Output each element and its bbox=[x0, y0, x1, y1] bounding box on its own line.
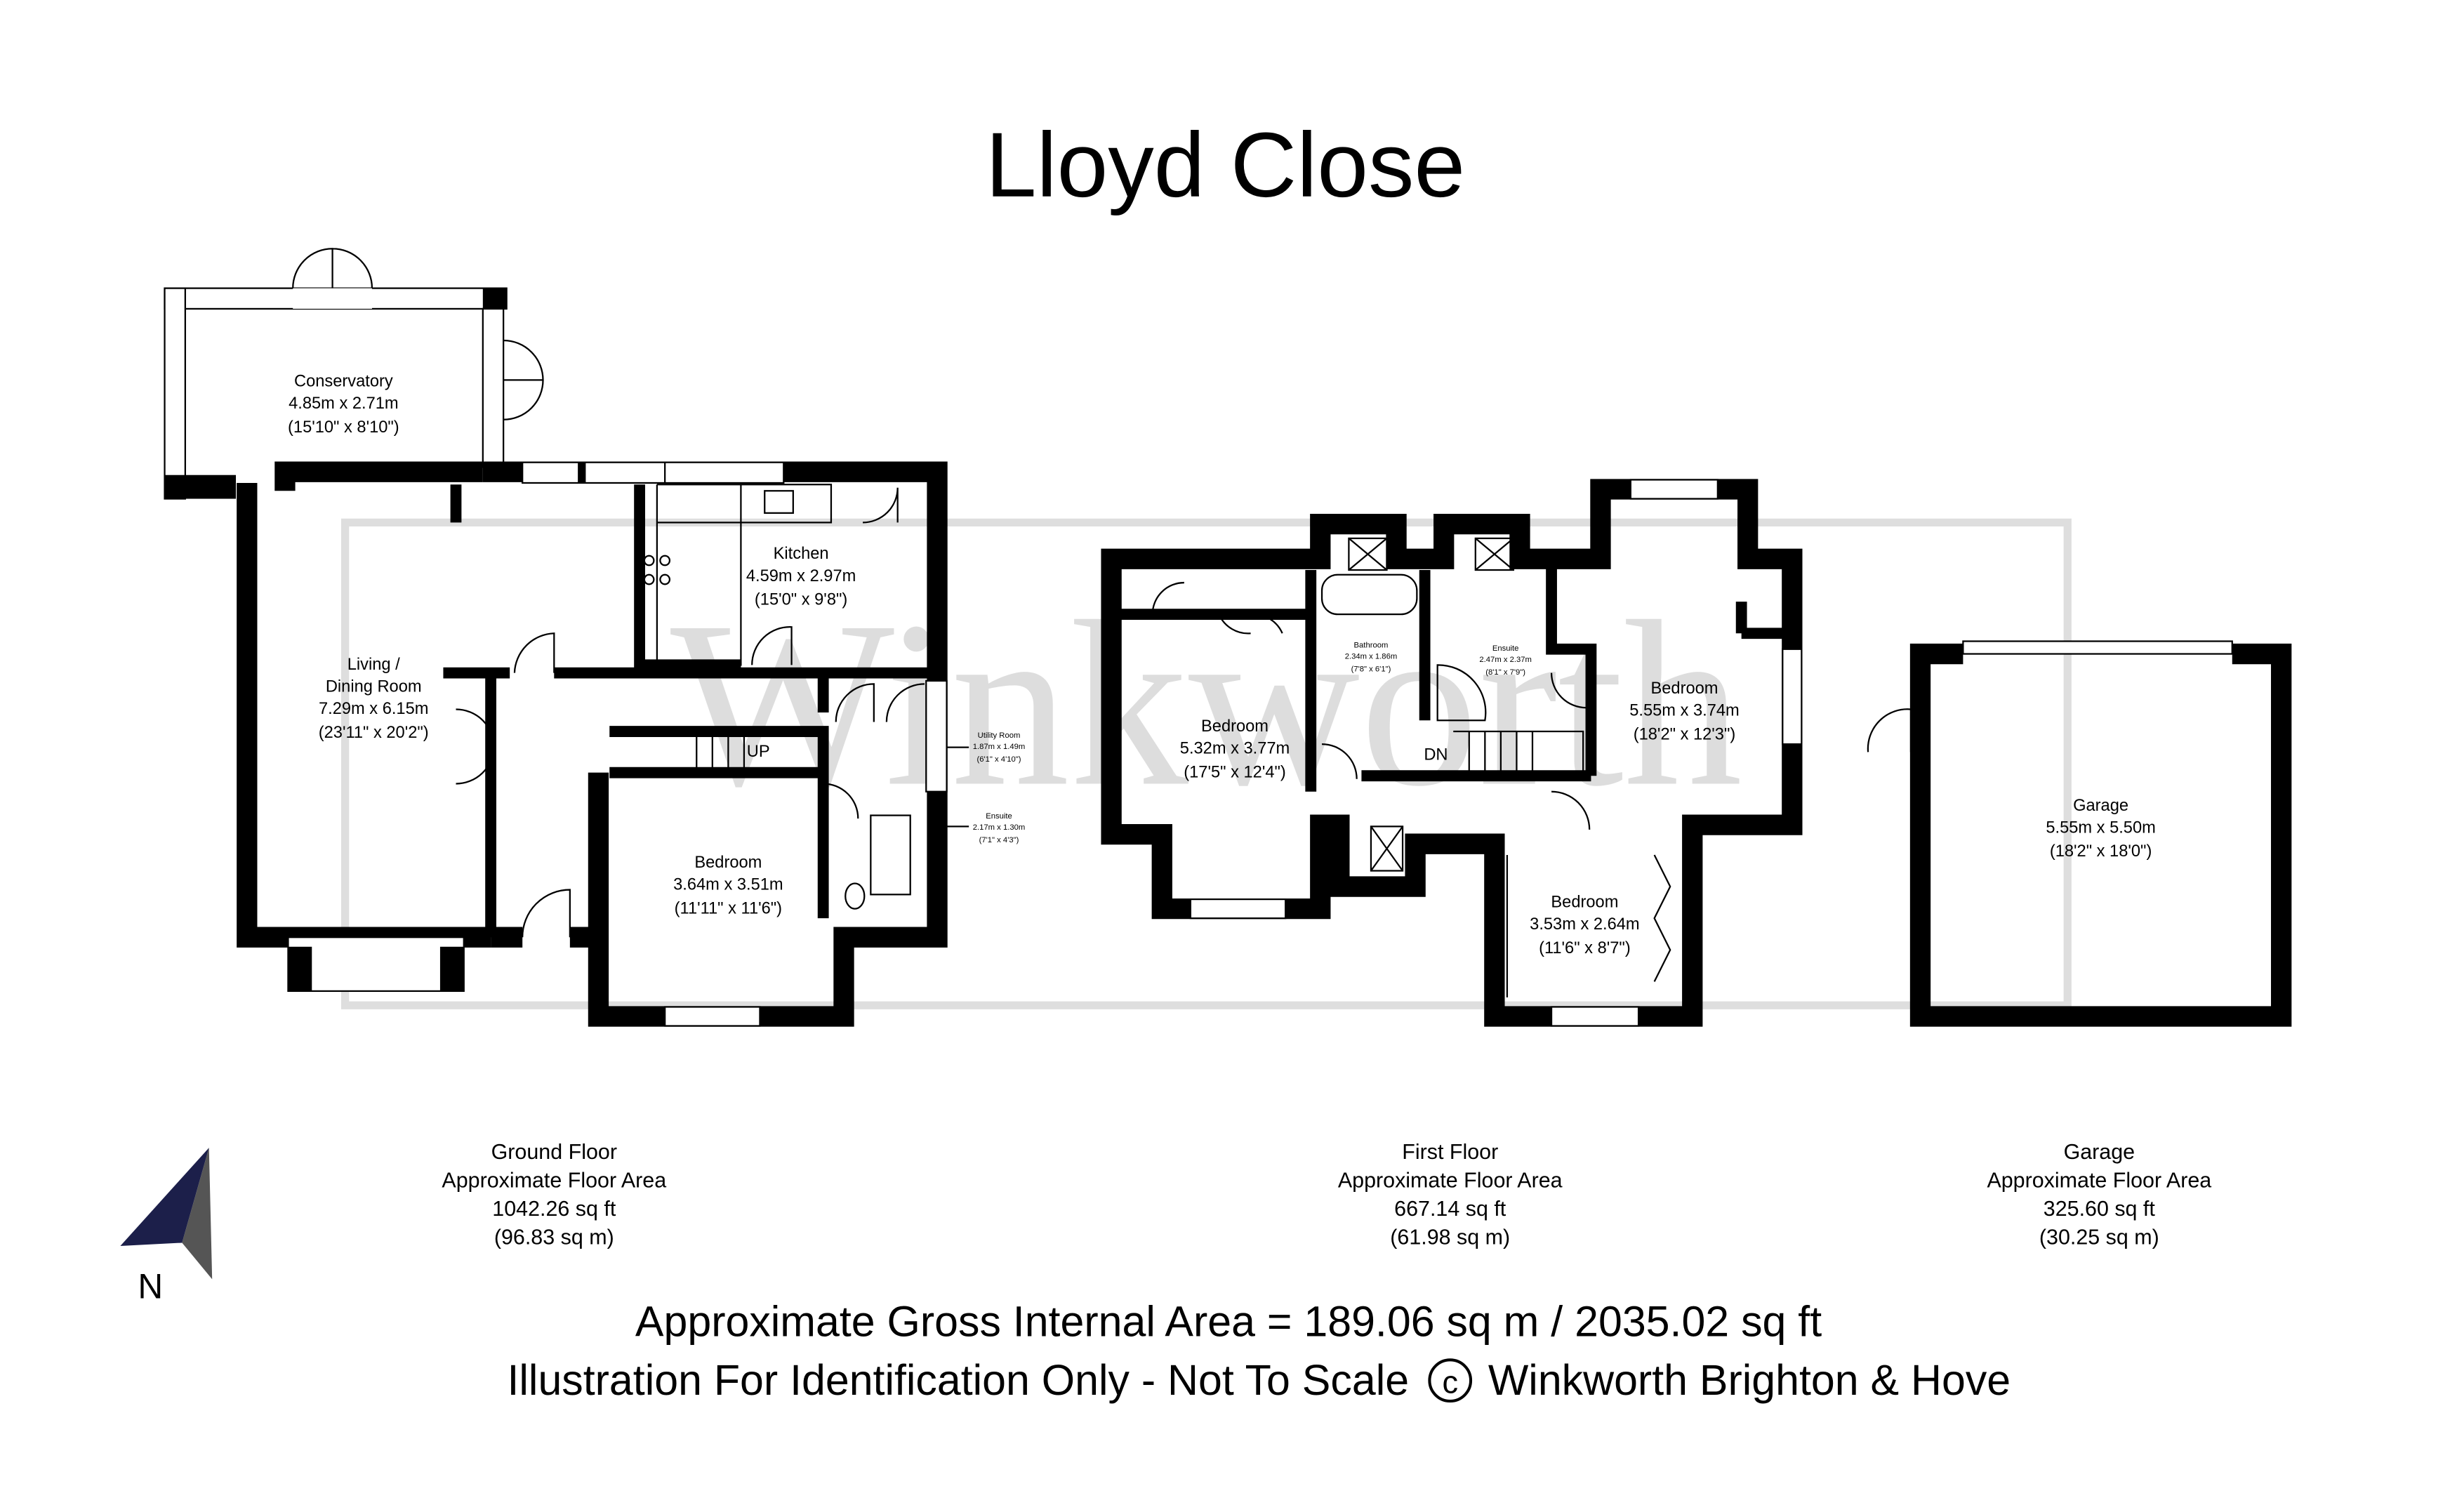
room-bedroom-ground: Bedroom 3.64m x 3.51m (11'11" x 11'6") bbox=[673, 854, 783, 917]
svg-text:(15'0" x 9'8"): (15'0" x 9'8") bbox=[755, 591, 847, 609]
floor-area-garage: Garage Approximate Floor Area 325.60 sq … bbox=[1987, 1140, 2211, 1249]
svg-text:7.29m x 6.15m: 7.29m x 6.15m bbox=[319, 700, 428, 718]
stairs-down-label: DN bbox=[1424, 746, 1448, 764]
svg-text:3.53m x 2.64m: 3.53m x 2.64m bbox=[1530, 915, 1639, 934]
svg-text:1.87m x 1.49m: 1.87m x 1.49m bbox=[973, 743, 1026, 751]
svg-text:(23'11" x 20'2"): (23'11" x 20'2") bbox=[319, 724, 429, 742]
svg-text:Bedroom: Bedroom bbox=[1650, 679, 1718, 698]
room-bedroom-first-2: Bedroom 5.55m x 3.74m (18'2" x 12'3") bbox=[1629, 679, 1739, 743]
svg-text:Bedroom: Bedroom bbox=[694, 854, 762, 872]
svg-text:(96.83 sq m): (96.83 sq m) bbox=[494, 1226, 614, 1249]
svg-text:c: c bbox=[1442, 1365, 1458, 1400]
svg-text:Bedroom: Bedroom bbox=[1551, 893, 1618, 911]
svg-text:(17'5" x 12'4"): (17'5" x 12'4") bbox=[1184, 763, 1286, 781]
svg-text:Approximate Floor Area: Approximate Floor Area bbox=[1987, 1169, 2211, 1193]
svg-text:(7'1" x 4'3"): (7'1" x 4'3") bbox=[979, 836, 1019, 844]
floor-area-first: First Floor Approximate Floor Area 667.1… bbox=[1338, 1140, 1563, 1249]
disclaimer: Illustration For Identification Only - N… bbox=[507, 1356, 2011, 1404]
svg-text:(7'8" x 6'1"): (7'8" x 6'1") bbox=[1351, 665, 1391, 673]
svg-text:Ensuite: Ensuite bbox=[986, 812, 1012, 821]
ground-floor-plan bbox=[164, 248, 969, 1027]
copyright-icon bbox=[1428, 1358, 1473, 1403]
svg-text:2.34m x 1.86m: 2.34m x 1.86m bbox=[1345, 652, 1398, 661]
svg-text:(61.98 sq m): (61.98 sq m) bbox=[1390, 1226, 1510, 1249]
svg-text:4.85m x 2.71m: 4.85m x 2.71m bbox=[289, 394, 398, 413]
room-ensuite-first: Ensuite 2.47m x 2.37m (8'1" x 7'9") bbox=[1479, 644, 1532, 677]
svg-text:Conservatory: Conservatory bbox=[294, 372, 393, 390]
svg-text:Approximate Floor Area: Approximate Floor Area bbox=[1338, 1169, 1563, 1193]
svg-text:Kitchen: Kitchen bbox=[774, 545, 829, 563]
svg-text:(18'2" x 18'0"): (18'2" x 18'0") bbox=[2050, 842, 2152, 861]
svg-text:Ensuite: Ensuite bbox=[1492, 644, 1519, 653]
svg-text:(11'11" x 11'6"): (11'11" x 11'6") bbox=[675, 899, 782, 917]
room-garage: Garage 5.55m x 5.50m (18'2" x 18'0") bbox=[2046, 797, 2155, 861]
svg-text:Bedroom: Bedroom bbox=[1201, 717, 1269, 736]
svg-text:(15'10" x 8'10"): (15'10" x 8'10") bbox=[288, 418, 399, 437]
svg-text:Garage: Garage bbox=[2064, 1140, 2135, 1164]
svg-text:Approximate Floor Area: Approximate Floor Area bbox=[442, 1169, 666, 1193]
first-floor-plan bbox=[1101, 479, 1803, 1027]
room-ensuite-ground: Ensuite 2.17m x 1.30m (7'1" x 4'3") bbox=[973, 812, 1026, 844]
room-bathroom: Bathroom 2.34m x 1.86m (7'8" x 6'1") bbox=[1345, 642, 1398, 674]
svg-text:(18'2" x 12'3"): (18'2" x 12'3") bbox=[1634, 725, 1736, 743]
svg-text:Bathroom: Bathroom bbox=[1354, 642, 1389, 650]
svg-text:2.17m x 1.30m: 2.17m x 1.30m bbox=[973, 823, 1026, 832]
svg-text:Living /: Living / bbox=[347, 656, 400, 674]
svg-text:Dining Room: Dining Room bbox=[326, 678, 422, 696]
garage-plan bbox=[1867, 640, 2292, 1027]
svg-text:(6'1" x 4'10"): (6'1" x 4'10") bbox=[976, 755, 1021, 764]
room-kitchen: Kitchen 4.59m x 2.97m (15'0" x 9'8") bbox=[746, 545, 856, 609]
gross-area: Approximate Gross Internal Area = 189.06… bbox=[635, 1298, 1822, 1346]
room-conservatory: Conservatory 4.85m x 2.71m (15'10" x 8'1… bbox=[288, 372, 399, 436]
svg-text:5.55m x 3.74m: 5.55m x 3.74m bbox=[1629, 701, 1739, 719]
svg-text:4.59m x 2.97m: 4.59m x 2.97m bbox=[746, 567, 856, 585]
svg-text:Utility Room: Utility Room bbox=[978, 731, 1021, 740]
svg-text:5.55m x 5.50m: 5.55m x 5.50m bbox=[2046, 818, 2155, 837]
room-living-dining: Living / Dining Room 7.29m x 6.15m (23'1… bbox=[319, 656, 429, 742]
svg-text:1042.26 sq ft: 1042.26 sq ft bbox=[492, 1197, 616, 1221]
svg-text:N: N bbox=[138, 1266, 163, 1306]
svg-text:First Floor: First Floor bbox=[1402, 1140, 1498, 1164]
room-bedroom-first-1: Bedroom 5.32m x 3.77m (17'5" x 12'4") bbox=[1180, 717, 1290, 781]
page-title: Lloyd Close bbox=[986, 114, 1465, 216]
svg-text:Illustration For Identificatio: Illustration For Identification Only - N… bbox=[507, 1356, 1409, 1404]
svg-text:(30.25 sq m): (30.25 sq m) bbox=[2039, 1226, 2159, 1249]
svg-text:(11'6" x 8'7"): (11'6" x 8'7") bbox=[1539, 939, 1631, 957]
svg-text:667.14 sq ft: 667.14 sq ft bbox=[1394, 1197, 1506, 1221]
svg-text:3.64m x 3.51m: 3.64m x 3.51m bbox=[673, 876, 783, 894]
svg-text:(8'1" x 7'9"): (8'1" x 7'9") bbox=[1485, 668, 1525, 677]
svg-text:325.60 sq ft: 325.60 sq ft bbox=[2044, 1197, 2156, 1221]
svg-text:2.47m x 2.37m: 2.47m x 2.37m bbox=[1479, 656, 1532, 664]
room-bedroom-first-3: Bedroom 3.53m x 2.64m (11'6" x 8'7") bbox=[1530, 893, 1639, 957]
north-arrow-icon: N bbox=[120, 1148, 213, 1306]
svg-text:Ground Floor: Ground Floor bbox=[491, 1140, 617, 1164]
stairs-up-label: UP bbox=[747, 743, 770, 761]
svg-text:Winkworth Brighton & Hove: Winkworth Brighton & Hove bbox=[1488, 1356, 2011, 1404]
room-utility: Utility Room 1.87m x 1.49m (6'1" x 4'10"… bbox=[973, 731, 1026, 764]
svg-text:Garage: Garage bbox=[2073, 797, 2128, 815]
svg-text:5.32m x 3.77m: 5.32m x 3.77m bbox=[1180, 740, 1290, 758]
floor-area-ground: Ground Floor Approximate Floor Area 1042… bbox=[442, 1140, 666, 1249]
